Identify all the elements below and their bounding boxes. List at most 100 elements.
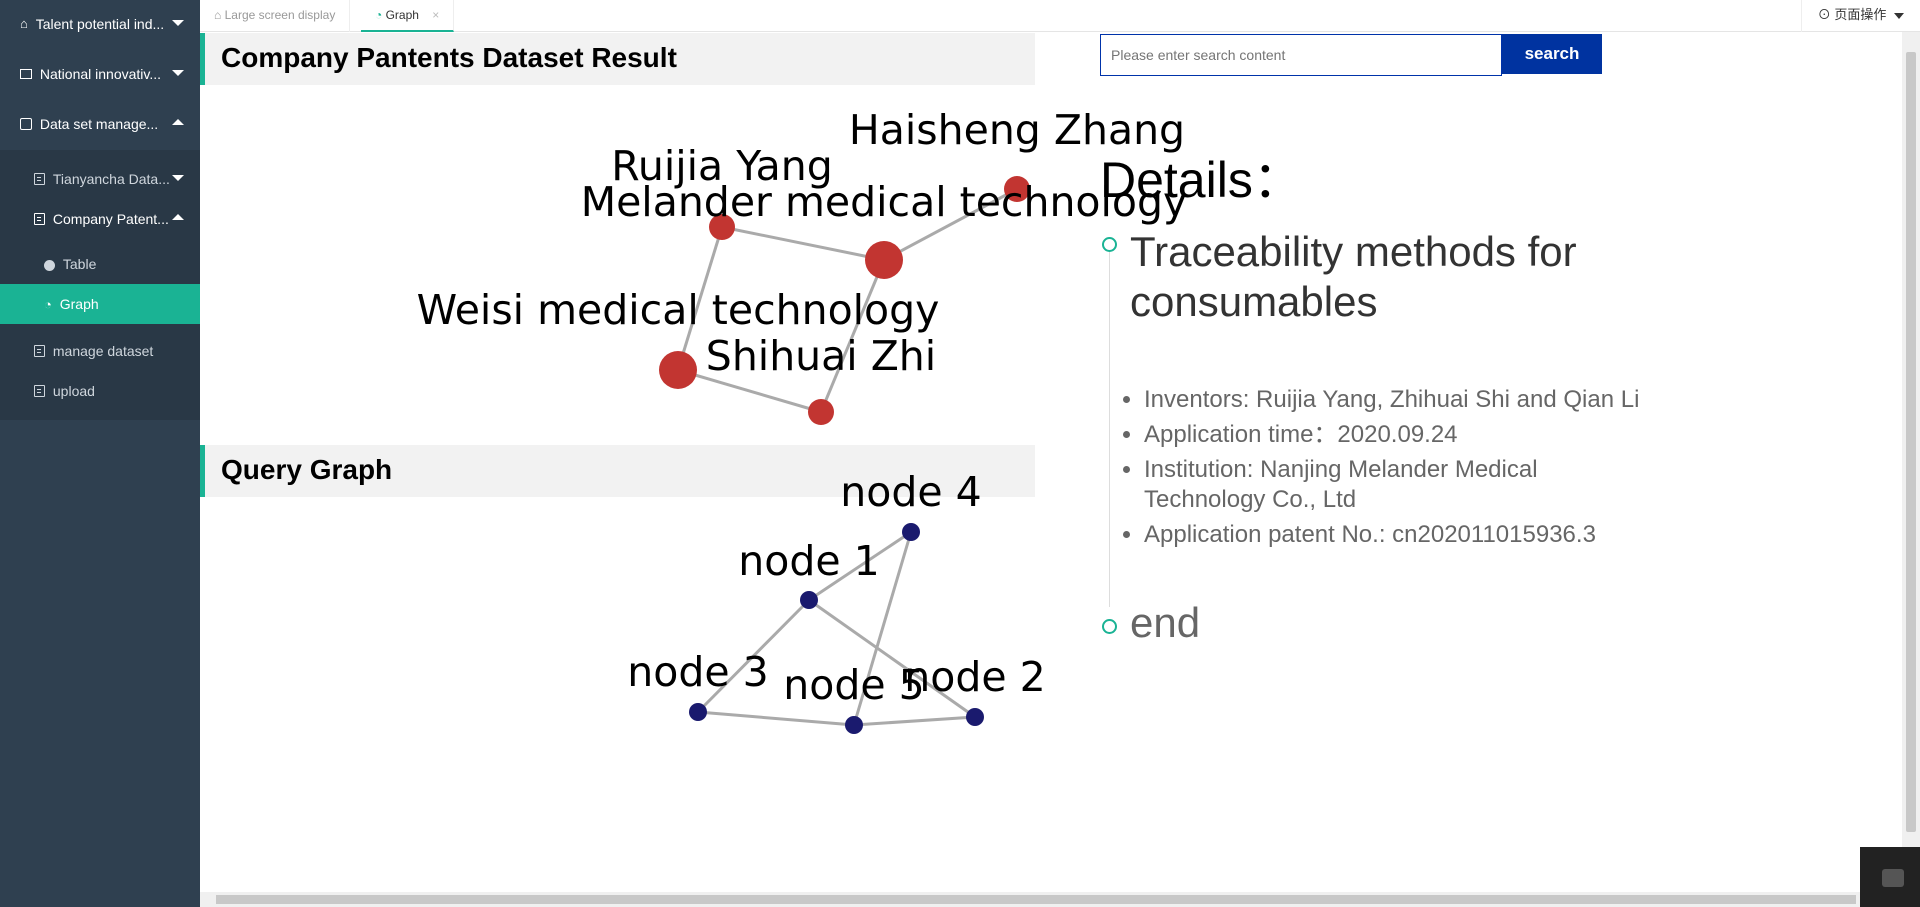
graph-edge (677, 368, 822, 414)
horizontal-scrollbar[interactable] (200, 892, 1920, 907)
graph-node-label: Melander medical technology (581, 178, 1188, 226)
graph-node[interactable] (689, 703, 707, 721)
graph-edge (721, 225, 885, 262)
dashboard-icon: ◔ (375, 8, 383, 22)
sidebar-item-label: Table (62, 256, 97, 272)
chat-icon (1882, 869, 1904, 887)
graph-node-label: Weisi medical technology (417, 286, 940, 334)
page-operations-label: 页面操作 (1834, 7, 1887, 22)
graph-edge (853, 715, 976, 727)
sidebar-item-label: Graph (59, 296, 99, 312)
search-button[interactable]: search (1502, 34, 1602, 74)
graph-node[interactable] (902, 523, 920, 541)
graph-node[interactable] (709, 214, 735, 240)
window-icon (20, 69, 32, 80)
sidebar-item-table[interactable]: Table (0, 244, 200, 284)
chevron-down-icon (172, 20, 184, 26)
patent-details-list: Inventors: Ruijia Yang, Zhihuai Shi and … (1144, 385, 1664, 555)
chevron-up-icon (172, 119, 184, 125)
file-icon (34, 385, 45, 398)
graph-node-label: node 3 (627, 648, 768, 696)
sidebar-item-manage-dataset[interactable]: manage dataset (0, 330, 200, 370)
graph-node[interactable] (966, 708, 984, 726)
graph-edge (697, 710, 855, 727)
graph-node[interactable] (808, 399, 834, 425)
file-icon (34, 345, 45, 358)
sidebar: ⌂ Talent potential ind... National innov… (0, 0, 200, 907)
target-icon: ⊙ (1817, 7, 1831, 22)
graph-node[interactable] (659, 351, 697, 389)
chevron-down-icon (1894, 12, 1904, 19)
result-section-title: Company Pantents Dataset Result (200, 33, 1035, 85)
timeline-dot-icon (1102, 619, 1117, 634)
timeline-end: end (1130, 599, 1201, 646)
close-icon[interactable]: × (432, 8, 440, 22)
sidebar-group-label: National innovativ... (39, 66, 162, 83)
page-operations-dropdown[interactable]: ⊙ 页面操作 (1800, 0, 1904, 32)
graph-edge (883, 187, 1018, 262)
chevron-down-icon (172, 175, 184, 181)
scroll-thumb[interactable] (1906, 52, 1916, 832)
search-input[interactable] (1100, 34, 1502, 76)
graph-edge (819, 259, 886, 413)
sidebar-item-company-patent[interactable]: Company Patent... (0, 198, 200, 238)
circle-icon (44, 259, 55, 271)
sidebar-item-label: Tianyancha Data... (52, 171, 170, 188)
sidebar-group-dataset[interactable]: Data set manage... (0, 100, 200, 150)
home-icon: ⌂ (20, 16, 28, 31)
graph-node-label: node 2 (904, 653, 1045, 701)
graph-node[interactable] (865, 241, 903, 279)
tab-graph[interactable]: ◔ Graph × (361, 0, 455, 32)
tab-large-screen-display[interactable]: ⌂ Large screen display (200, 0, 351, 32)
graph-edge (808, 530, 912, 602)
tab-label: Large screen display (224, 8, 336, 22)
graph-node[interactable] (845, 716, 863, 734)
sidebar-group-national[interactable]: National innovativ... (0, 50, 200, 100)
graph-edge (852, 531, 913, 726)
scroll-thumb[interactable] (216, 895, 1856, 904)
graph-node[interactable] (800, 591, 818, 609)
sidebar-submenu: Tianyancha Data... Company Patent... Tab… (0, 150, 200, 420)
query-section-title: Query Graph (200, 445, 1035, 497)
sidebar-item-label: manage dataset (52, 343, 154, 360)
sidebar-item-graph[interactable]: ◔ Graph (0, 284, 200, 324)
graph-node-label: Shihuai Zhi (706, 332, 936, 380)
sidebar-item-label: Company Patent... (52, 211, 169, 228)
patent-application-time: Application time：2020.09.24 (1144, 420, 1664, 450)
tab-label: Graph (385, 8, 419, 22)
dataset-icon (20, 118, 32, 131)
graph-node-label: node 4 (840, 468, 981, 516)
chat-widget[interactable] (1860, 847, 1920, 907)
file-icon (34, 173, 45, 186)
tab-bar: ⌂ Large screen display ◔ Graph × ⊙ 页面操作 (200, 0, 1920, 32)
sidebar-item-tianyancha[interactable]: Tianyancha Data... (0, 158, 200, 198)
chevron-up-icon (172, 214, 184, 220)
timeline-line (1109, 251, 1110, 607)
patent-number: Application patent No.: cn202011015936.3 (1144, 520, 1664, 550)
details-title: Details： (1100, 152, 1303, 208)
graph-edge (676, 226, 724, 371)
graph-node-label: node 5 (783, 661, 924, 709)
sidebar-group-label: Data set manage... (39, 116, 159, 133)
patent-inventors: Inventors: Ruijia Yang, Zhihuai Shi and … (1144, 385, 1664, 415)
graph-node[interactable] (1004, 176, 1030, 202)
chevron-down-icon (172, 70, 184, 76)
main-content: Company Pantents Dataset Result Haisheng… (200, 32, 1900, 892)
patent-institution: Institution: Nanjing Melander Medical Te… (1144, 455, 1664, 515)
file-icon (34, 213, 45, 226)
vertical-scrollbar[interactable] (1902, 32, 1920, 892)
home-icon: ⌂ (214, 8, 222, 22)
patent-title: Traceability methods for consumables (1130, 228, 1577, 325)
dashboard-icon: ◔ (44, 297, 52, 312)
graph-node-label: node 1 (738, 537, 879, 585)
sidebar-group-talent[interactable]: ⌂ Talent potential ind... (0, 0, 200, 50)
sidebar-item-upload[interactable]: upload (0, 370, 200, 410)
graph-edge (808, 598, 976, 719)
sidebar-group-label: Talent potential ind... (35, 16, 165, 33)
timeline-dot-icon (1102, 237, 1117, 252)
graph-node-label: Haisheng Zhang (849, 106, 1185, 154)
graph-edge (696, 598, 811, 714)
